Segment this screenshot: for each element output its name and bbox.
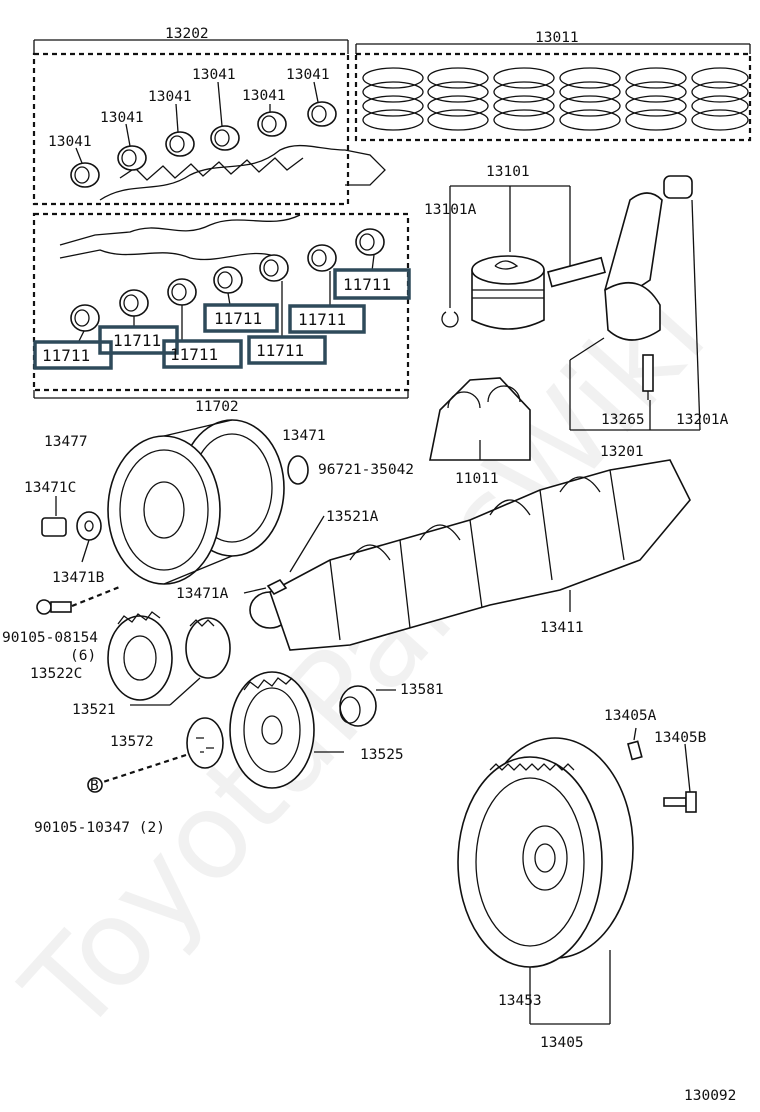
- label-flywheel: 13453: [498, 993, 542, 1009]
- label-connecting-rod: 13201: [600, 444, 644, 460]
- piston-group: [441, 185, 606, 330]
- pulley-bolt-group: [41, 496, 102, 563]
- highlight-box: [33, 340, 113, 370]
- label-conrod-bushing: 13201A: [676, 412, 729, 428]
- highlight-bearing-label: 11711: [256, 341, 304, 360]
- label-flywheel-bolt-ball: 90105-10347 (2): [34, 820, 165, 836]
- label-bearing-set-lower: 11702: [195, 399, 239, 415]
- label-pin: 13471A: [176, 586, 229, 602]
- label-upper-bearing-1: 13041: [48, 134, 92, 150]
- label-crankshaft: 13411: [540, 620, 584, 636]
- timing-pulley-group: B: [87, 671, 396, 794]
- bearing-set-upper-group: [32, 39, 386, 206]
- label-upper-bearing-4: 13041: [192, 67, 236, 83]
- label-snap-ring: 13101A: [424, 202, 477, 218]
- label-crank-gear: 13522C: [30, 666, 82, 682]
- label-bolt-90105-08154: 90105-08154: [2, 630, 98, 646]
- highlight-box: [247, 335, 327, 365]
- label-qty-6: (6): [70, 648, 96, 664]
- piston-rings: [362, 67, 749, 131]
- label-piston-ring-set: 13011: [535, 30, 579, 46]
- connecting-rod-group: [569, 175, 701, 431]
- label-cap-bolt: 13265: [601, 412, 645, 428]
- label-upper-bearing-6: 13041: [286, 67, 330, 83]
- label-pulley-hub: 13471: [282, 428, 326, 444]
- label-oil-seal: 96721-35042: [318, 462, 414, 478]
- label-key: 13521A: [326, 509, 379, 525]
- label-flywheel-dowel: 13405A: [604, 708, 657, 724]
- highlight-box: [203, 303, 279, 333]
- diagram-number: 130092: [684, 1088, 736, 1104]
- highlight-box: [288, 304, 366, 334]
- label-thrust-washer: 11011: [455, 471, 499, 487]
- highlight-bearing-label: 11711: [170, 345, 218, 364]
- pulley-group: [107, 419, 309, 585]
- highlight-box: [333, 268, 411, 300]
- label-flywheel-assy: 13405: [540, 1035, 584, 1051]
- label-pulley-washer: 13471B: [52, 570, 105, 586]
- highlight-bearing-label: 11711: [298, 310, 346, 329]
- label-bearing-set-upper: 13202: [165, 26, 209, 42]
- svg-text:B: B: [90, 778, 99, 794]
- label-gear-plate: 13572: [110, 734, 154, 750]
- upper-bearing-shells: [70, 101, 337, 188]
- highlight-box: [162, 339, 243, 369]
- crankshaft-group: [249, 459, 691, 651]
- highlighted-bearing-labels: 11711 11711 11711 11711 11711 11711 1171…: [33, 268, 411, 370]
- label-flywheel-bolt: 13405B: [654, 730, 707, 746]
- label-pulley-bolt: 13471C: [24, 480, 76, 496]
- flywheel-group: [457, 727, 697, 1025]
- label-plug: 13581: [400, 682, 444, 698]
- label-timing-gear: 13521: [72, 702, 116, 718]
- piston-ring-set-group: [354, 43, 752, 142]
- label-upper-bearing-3: 13041: [148, 89, 192, 105]
- highlight-bearing-label: 11711: [42, 346, 90, 365]
- label-crankshaft-pulley: 13477: [44, 434, 88, 450]
- bolt-90105-group: [36, 584, 123, 615]
- thrust-washer-group: [429, 377, 531, 461]
- highlight-bearing-label: 11711: [343, 275, 391, 294]
- bearing-set-lower-group: [32, 212, 410, 399]
- label-upper-bearing-5: 13041: [242, 88, 286, 104]
- label-upper-bearing-2: 13041: [100, 110, 144, 126]
- label-piston: 13101: [486, 164, 530, 180]
- highlight-bearing-label: 11711: [113, 331, 161, 350]
- highlight-bearing-label: 11711: [214, 309, 262, 328]
- gears-group: [107, 611, 231, 706]
- label-timing-pulley: 13525: [360, 747, 404, 763]
